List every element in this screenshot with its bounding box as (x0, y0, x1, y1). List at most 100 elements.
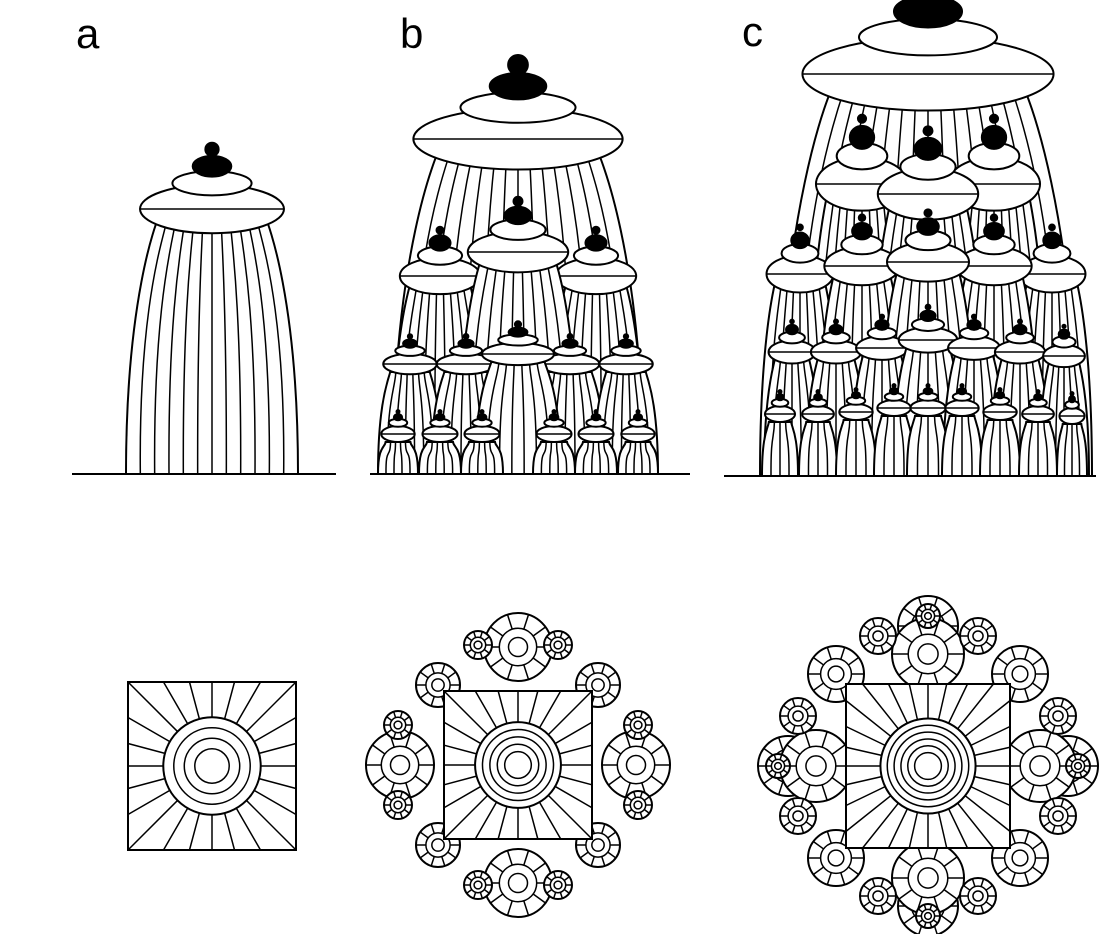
plan-subtower-spoke (932, 919, 939, 924)
plan-subtower-spoke (923, 904, 927, 910)
plan-spoke (528, 806, 539, 840)
plan-subtower-spoke (405, 732, 412, 748)
spire (978, 387, 1022, 477)
plan-subtower-spoke (386, 716, 393, 722)
plan-ring (194, 748, 230, 784)
plan-subtower-ring (380, 745, 420, 785)
plan-spoke (970, 785, 1011, 807)
finial (789, 318, 795, 325)
kalasha (507, 326, 529, 338)
plan-subtower-spoke (624, 782, 631, 798)
plan-subtower-spoke (840, 688, 846, 701)
plan-spoke (127, 789, 171, 816)
plan-subtower-spoke (650, 744, 664, 755)
plan-subtower (623, 710, 653, 740)
plan-subtower-spoke (791, 798, 796, 807)
spire-rib (555, 441, 559, 475)
plan-a (127, 681, 297, 851)
plan-subtower-spoke (985, 884, 994, 891)
plan-subtower-spoke (862, 641, 871, 648)
plan-ring (474, 721, 562, 809)
plan-subtower-ring (920, 908, 936, 924)
plan-subtower-spoke (917, 608, 924, 613)
spire-body (376, 441, 420, 475)
plan-subtower-spoke (805, 704, 814, 711)
plan-subtower-spoke (559, 871, 564, 878)
plan-subtower-spoke (812, 682, 824, 692)
plan-subtower (959, 877, 997, 915)
plan-subtower-spoke (1032, 682, 1044, 692)
plan-subtower-spoke (848, 866, 860, 876)
plan-subtower-spoke (1060, 798, 1065, 807)
plan-subtower-spoke (563, 888, 570, 894)
plan-subtower-spoke (1067, 769, 1074, 774)
spire-body (531, 441, 577, 475)
plan-subtower-spoke (971, 618, 976, 627)
plan-subtower-spoke (405, 782, 412, 798)
plan-spoke (937, 812, 948, 849)
plan-subtower-core (792, 810, 804, 822)
kalasha (956, 387, 968, 396)
plan-subtower-ring (425, 672, 451, 698)
plan-subtower-core (633, 720, 643, 730)
plan-subtower-spoke (791, 698, 796, 707)
spire-body (616, 441, 660, 475)
plan-ring (496, 743, 540, 787)
plan-subtower-spoke (985, 641, 994, 648)
plan-subtower-spoke (1024, 647, 1030, 660)
plan-subtower (601, 730, 671, 800)
plan-subtower-spoke (479, 631, 484, 638)
plan-subtower-spoke (386, 728, 393, 734)
spire-rib (489, 441, 496, 475)
kalasha (561, 338, 579, 349)
plan-spoke (223, 812, 236, 851)
plan-subtower-spoke (782, 758, 789, 763)
finial (204, 141, 220, 157)
plan-subtower-spoke (392, 791, 397, 798)
plan-spoke (845, 785, 886, 807)
plan-subtower-ring (967, 885, 989, 907)
plan-ring (893, 731, 963, 801)
kalasha (548, 413, 560, 422)
plan-subtower-spoke (632, 732, 637, 739)
plan-subtower (383, 790, 413, 820)
plan-subtower-spoke (943, 665, 958, 676)
plan-subtower-spoke (490, 893, 504, 904)
plan-subtower-spoke (632, 812, 637, 819)
plan-subtower-ring (867, 625, 889, 647)
plan-subtower-spoke (639, 711, 644, 718)
plan-subtower-spoke (626, 728, 633, 734)
plan-subtower-spoke (1032, 656, 1044, 666)
plan-subtower-spoke (791, 725, 796, 734)
plan-subtower-spoke (1028, 731, 1035, 748)
finial (507, 53, 529, 76)
plan-spoke (443, 690, 489, 736)
kalasha (848, 124, 876, 150)
plan-subtower-spoke (399, 711, 404, 718)
plan-subtower-spoke (414, 775, 428, 786)
plan-spoke (127, 799, 179, 851)
spire-rib (549, 441, 553, 475)
plan-subtower-spoke (472, 871, 477, 878)
plan-subtower-spoke (650, 775, 664, 786)
kalasha (1042, 231, 1062, 250)
finial (796, 223, 804, 232)
plan-subtower-spoke (1060, 825, 1065, 834)
plan-subtower-spoke (980, 618, 985, 627)
plan-spoke (547, 794, 593, 840)
spire-rib (483, 441, 487, 475)
plan-subtower-spoke (1060, 725, 1065, 734)
plan-subtower-spoke (1042, 704, 1051, 711)
spire-rib (603, 441, 610, 475)
plan-subtower-spoke (985, 624, 994, 631)
plan-subtower-spoke (579, 671, 589, 679)
finial (635, 409, 641, 415)
plan-subtower-ring (498, 627, 538, 667)
plan-subtower-spoke (419, 671, 429, 679)
plan-subtower-spoke (419, 851, 429, 859)
plan-spoke (245, 799, 297, 851)
plan-subtower-spoke (403, 728, 410, 734)
spire-rib (511, 361, 515, 475)
spire-rib (460, 371, 464, 475)
